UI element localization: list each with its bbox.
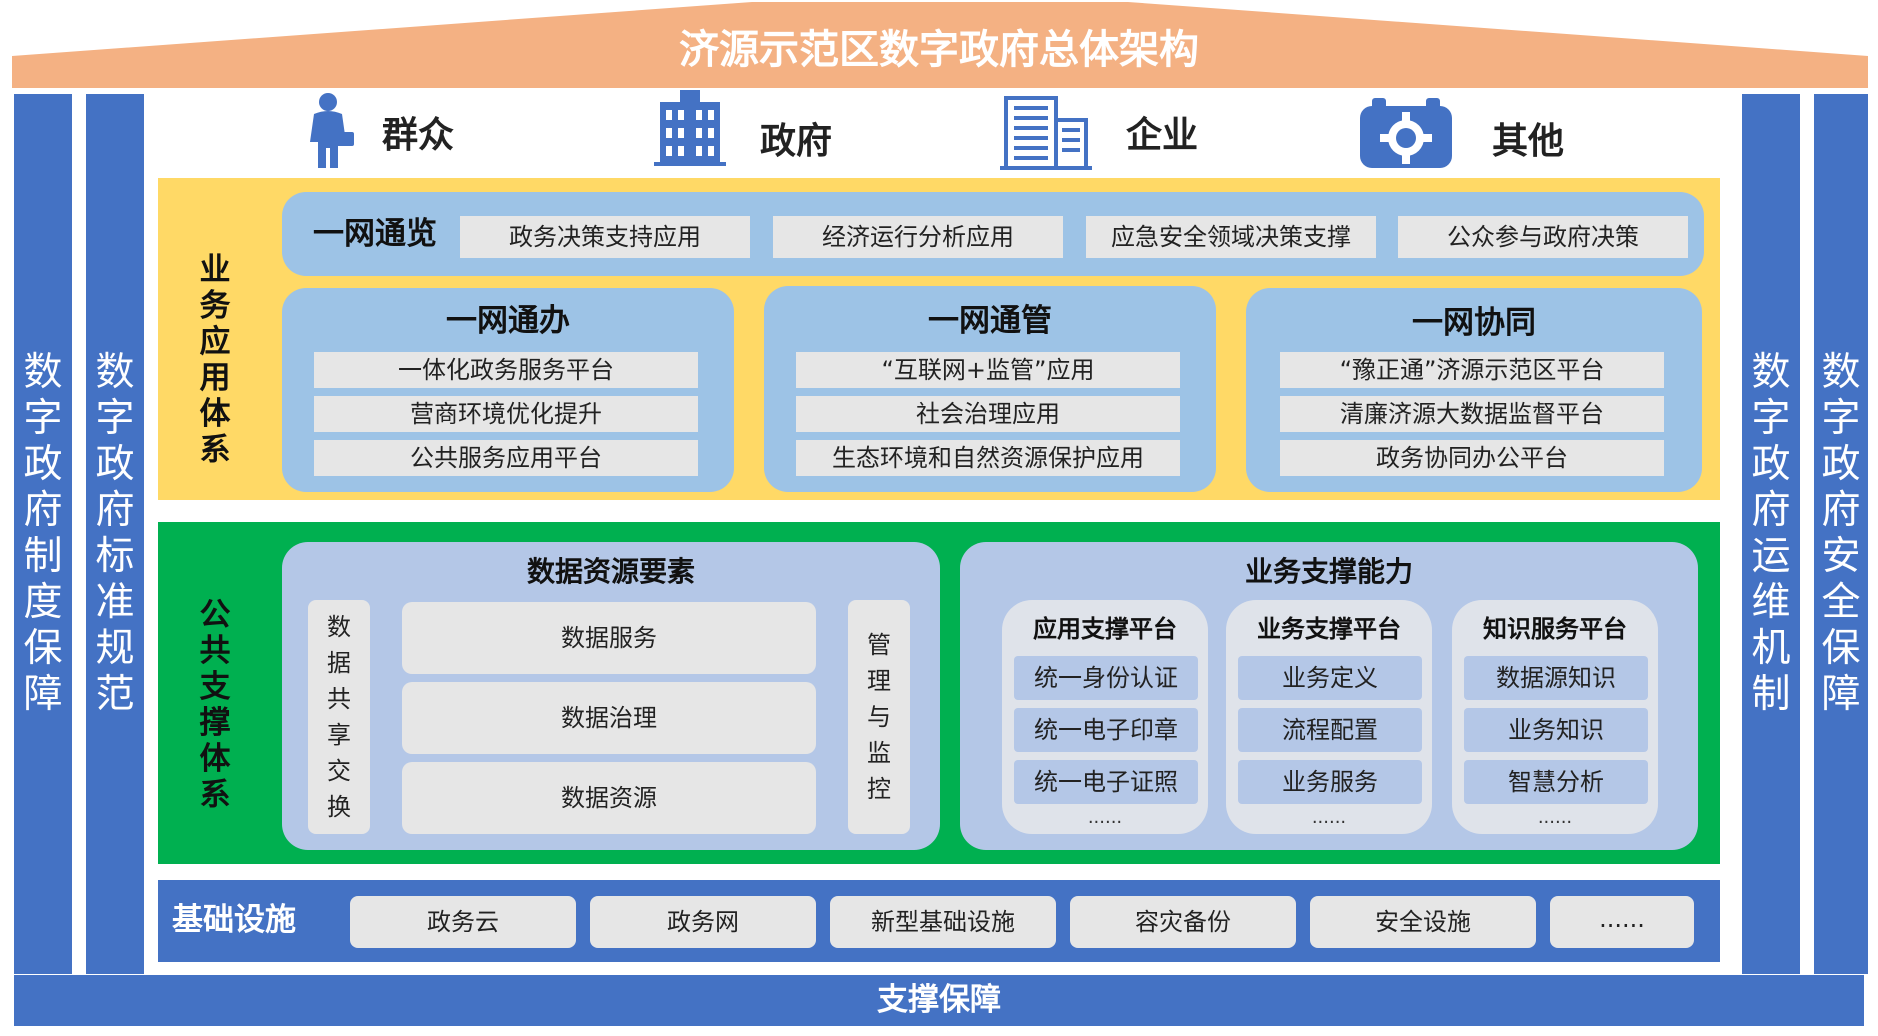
overview-item: 政务决策支持应用 xyxy=(460,216,750,258)
user-label-other: 其他 xyxy=(1492,121,1565,162)
platform-item: 数据源知识 xyxy=(1464,656,1648,700)
infrastructure-label: 基础设施 xyxy=(172,902,296,938)
support-base: 支撑保障 xyxy=(14,975,1864,1026)
pillar-right-outer: 数字政府安全保障 xyxy=(1814,94,1868,974)
platform-title: 业务支撑平台 xyxy=(1257,615,1401,643)
user-label-public: 群众 xyxy=(382,115,455,156)
pillar-left-outer-label: 数字政府制度保障 xyxy=(23,350,63,717)
data-item: 数据治理 xyxy=(402,682,816,754)
data-resources-title: 数据资源要素 xyxy=(526,555,695,588)
infra-item: ...... xyxy=(1550,896,1694,948)
platform-title: 应用支撑平台 xyxy=(1033,615,1177,643)
group-item: 生态环境和自然资源保护应用 xyxy=(796,440,1180,476)
platform-more: ...... xyxy=(1537,807,1573,828)
infra-item: 新型基础设施 xyxy=(830,896,1056,948)
platform-item: 业务服务 xyxy=(1238,760,1422,804)
group-item: 清廉济源大数据监督平台 xyxy=(1280,396,1664,432)
business-capability-title: 业务支撑能力 xyxy=(1244,555,1413,588)
pillar-left-inner: 数字政府标准规范 xyxy=(86,94,144,974)
group-item: 营商环境优化提升 xyxy=(314,396,698,432)
overview-title: 一网通览 xyxy=(313,216,437,252)
group-item: 一体化政务服务平台 xyxy=(314,352,698,388)
overview-item: 公众参与政府决策 xyxy=(1398,216,1688,258)
pillar-right-inner-label: 数字政府运维机制 xyxy=(1751,350,1791,717)
overview-item: 应急安全领域决策支撑 xyxy=(1086,216,1376,258)
platform-item: 统一电子印章 xyxy=(1014,708,1198,752)
group-item: “互联网+监管”应用 xyxy=(796,352,1180,388)
platform-item: 统一电子证照 xyxy=(1014,760,1198,804)
group-title: 一网通管 xyxy=(928,303,1052,339)
data-sharing-bar: 数据共享交换 xyxy=(308,600,370,834)
diagram-title: 济源示范区数字政府总体架构 xyxy=(679,27,1199,73)
infra-item: 安全设施 xyxy=(1310,896,1536,948)
group-title: 一网协同 xyxy=(1412,305,1536,341)
group-item: 政务协同办公平台 xyxy=(1280,440,1664,476)
platform-item: 统一身份认证 xyxy=(1014,656,1198,700)
platform-more: ...... xyxy=(1087,807,1123,828)
roof-shape xyxy=(12,2,1868,88)
pillar-right-inner: 数字政府运维机制 xyxy=(1742,94,1800,974)
pillar-right-outer-label: 数字政府安全保障 xyxy=(1821,350,1861,717)
infra-item: 政务网 xyxy=(590,896,816,948)
person-icon xyxy=(300,92,356,170)
group-item: “豫正通”济源示范区平台 xyxy=(1280,352,1664,388)
group-item: 社会治理应用 xyxy=(796,396,1180,432)
platform-item: 业务知识 xyxy=(1464,708,1648,752)
platform-item: 智慧分析 xyxy=(1464,760,1648,804)
platform-item: 业务定义 xyxy=(1238,656,1422,700)
pillar-left-inner-label: 数字政府标准规范 xyxy=(95,350,135,717)
gear-icon xyxy=(1356,98,1456,172)
overview-item: 经济运行分析应用 xyxy=(773,216,1063,258)
infra-item: 政务云 xyxy=(350,896,576,948)
user-label-government: 政府 xyxy=(760,121,833,162)
platform-item: 流程配置 xyxy=(1238,708,1422,752)
platform-more: ...... xyxy=(1311,807,1347,828)
management-monitoring-bar: 管理与监控 xyxy=(848,600,910,834)
business-layer-label: 业务应用体系 xyxy=(199,252,231,468)
government-building-icon xyxy=(650,88,730,166)
platform-title: 知识服务平台 xyxy=(1483,615,1627,643)
data-item: 数据服务 xyxy=(402,602,816,674)
data-item: 数据资源 xyxy=(402,762,816,834)
infra-item: 容灾备份 xyxy=(1070,896,1296,948)
group-title: 一网通办 xyxy=(446,303,570,339)
pillar-left-outer: 数字政府制度保障 xyxy=(14,94,72,974)
user-label-enterprise: 企业 xyxy=(1126,115,1199,156)
support-layer-label: 公共支撑体系 xyxy=(199,597,231,813)
group-item: 公共服务应用平台 xyxy=(314,440,698,476)
office-building-icon xyxy=(1000,94,1092,172)
